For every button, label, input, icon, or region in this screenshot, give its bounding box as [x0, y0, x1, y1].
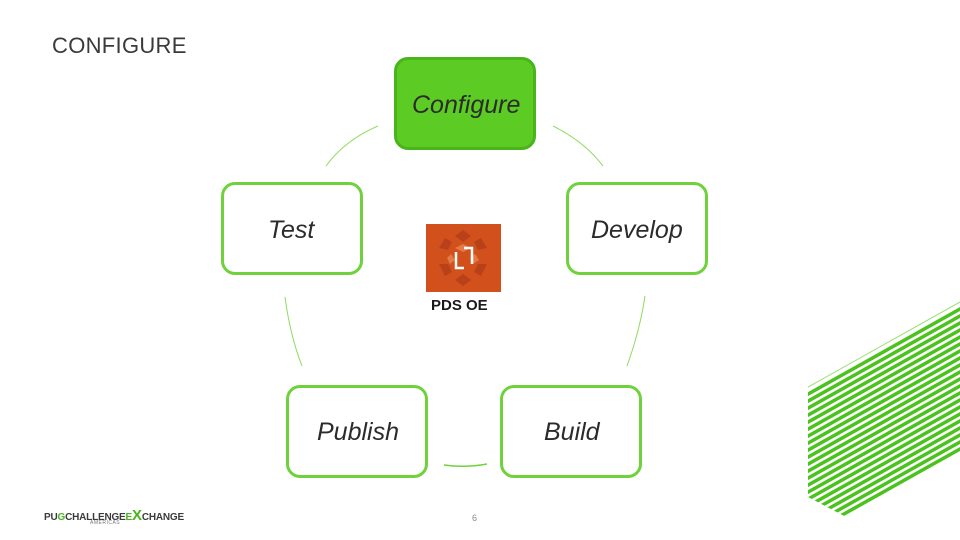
- cycle-node-publish: Publish: [286, 385, 428, 478]
- slide-title: CONFIGURE: [52, 33, 187, 58]
- node-label: Configure: [412, 91, 521, 119]
- node-label: Develop: [591, 216, 683, 244]
- brand-logo: PUGCHALLENGEEXCHANGE: [44, 507, 184, 524]
- cycle-node-build: Build: [500, 385, 642, 478]
- brand-subtitle: AMERICAS: [90, 520, 121, 526]
- cycle-node-test: Test: [221, 182, 363, 275]
- node-label: Build: [544, 418, 600, 446]
- center-label: PDS OE: [431, 297, 488, 314]
- cycle-node-develop: Develop: [566, 182, 708, 275]
- node-label: Publish: [317, 418, 399, 446]
- cycle-node-configure: Configure: [394, 57, 536, 150]
- node-label: Test: [268, 216, 315, 244]
- pds-oe-logo-icon: [426, 224, 501, 292]
- page-number: 6: [472, 513, 478, 523]
